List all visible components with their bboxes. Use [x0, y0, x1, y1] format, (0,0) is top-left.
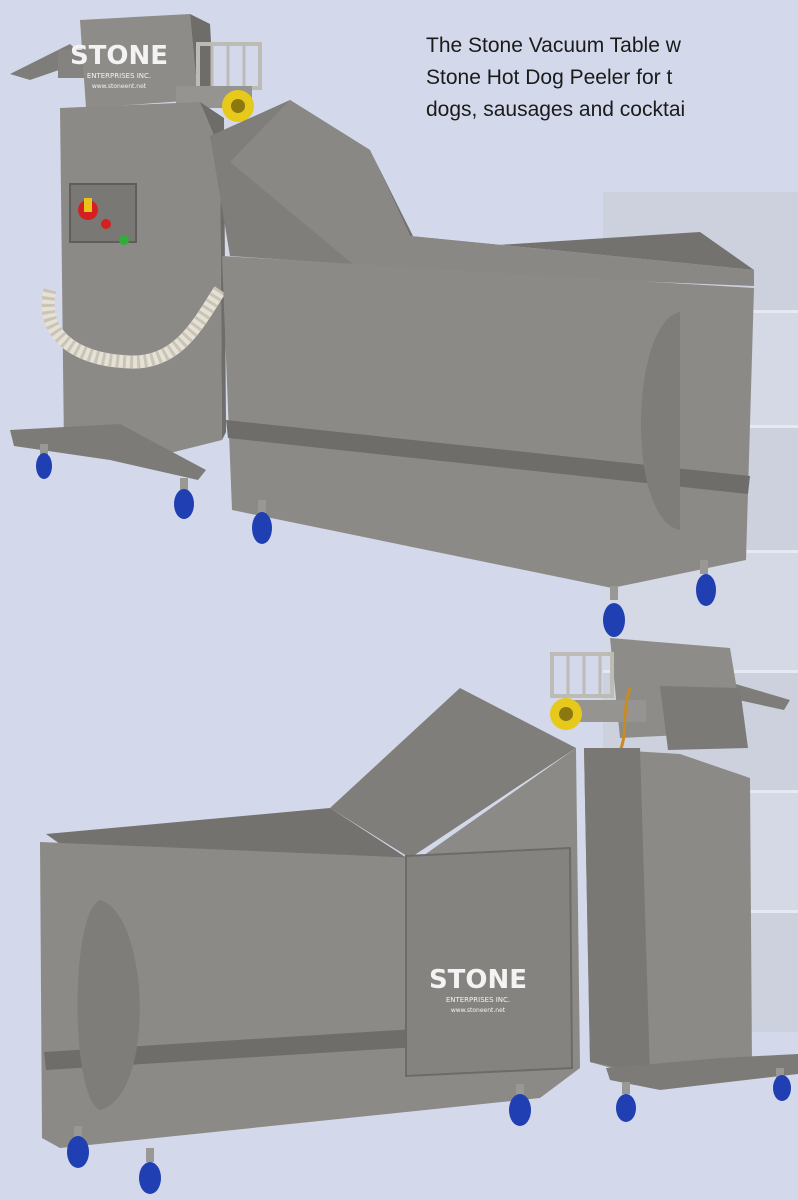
- caster-wheel-icon: [603, 586, 625, 637]
- table-body-seam: [226, 420, 750, 494]
- stop-button-icon: [101, 219, 111, 229]
- caster-wheel-icon: [36, 444, 52, 479]
- feed-basket: [550, 652, 614, 698]
- brand-logo: STONE: [429, 965, 527, 995]
- caster-wheel-icon: [67, 1126, 89, 1168]
- table-top-tray: [370, 150, 754, 270]
- intro-paragraph: The Stone Vacuum Table w Stone Hot Dog P…: [426, 30, 798, 126]
- peeler-head: [80, 14, 198, 108]
- intro-line: The Stone Vacuum Table w: [426, 34, 681, 57]
- product-image-front: STONE ENTERPRISES INC. www.stoneent.net: [10, 14, 754, 637]
- table-end-cover: [640, 312, 680, 530]
- caster-wheel-icon: [252, 500, 272, 544]
- table-hopper: [330, 688, 576, 858]
- caster-wheel-icon: [509, 1084, 531, 1126]
- table-end-cover: [77, 900, 140, 1110]
- brand-website: www.stoneent.net: [92, 83, 147, 90]
- brand-company: ENTERPRISES INC.: [446, 996, 510, 1004]
- peeler-base: [606, 1054, 798, 1090]
- intro-line: dogs, sausages and cocktai: [426, 98, 686, 121]
- peeler-base: [10, 424, 206, 480]
- access-door: [405, 846, 574, 1078]
- start-button-icon: [119, 235, 129, 245]
- caster-wheel-icon: [174, 478, 194, 519]
- brand-website: www.stoneent.net: [451, 1007, 506, 1014]
- brand-logo: STONE: [70, 41, 168, 71]
- peeler-cabinet: [60, 102, 222, 458]
- discharge-chute: [720, 680, 790, 710]
- caster-wheel-icon: [616, 1082, 636, 1122]
- caster-wheel-icon: [773, 1068, 791, 1101]
- caster-wheel-icon: [696, 560, 716, 606]
- product-image-rear: STONE ENTERPRISES INC. www.stoneent.net: [40, 638, 798, 1194]
- intro-line: Stone Hot Dog Peeler for t: [426, 66, 673, 89]
- caster-wheel-icon: [139, 1148, 161, 1194]
- table-body: [222, 256, 754, 588]
- brand-company: ENTERPRISES INC.: [87, 72, 151, 80]
